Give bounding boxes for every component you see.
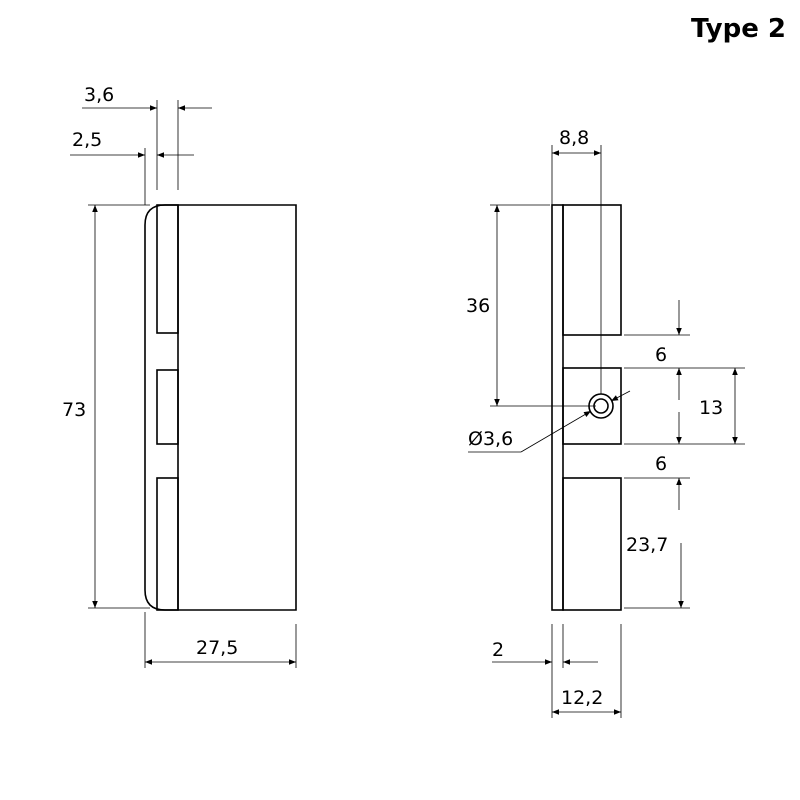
dim-13: 13 <box>624 368 745 445</box>
dim-73-label: 73 <box>62 399 86 421</box>
dim-6-top-label: 6 <box>655 344 667 366</box>
dim-2-5: 2,5 <box>70 129 194 205</box>
dim-12-2-label: 12,2 <box>561 687 603 709</box>
dim-3-6: 3,6 <box>82 84 212 190</box>
dim-6-bottom: 6 <box>624 412 690 510</box>
dim-6-top: 6 <box>624 300 745 400</box>
dim-23-7-label: 23,7 <box>626 534 668 556</box>
dim-27-5-label: 27,5 <box>196 637 238 659</box>
dim-13-label: 13 <box>699 397 723 419</box>
right-base-plate <box>551 204 564 611</box>
left-view: 3,6 2,5 73 27,5 <box>62 84 297 668</box>
dim-2-label: 2 <box>492 639 504 661</box>
dim-2: 2 <box>492 624 598 718</box>
dim-73: 73 <box>62 204 150 609</box>
right-view: 8,8 36 6 13 6 <box>466 127 745 718</box>
dim-8-8: 8,8 <box>551 127 602 394</box>
left-slot-top <box>156 204 179 334</box>
dim-36-label: 36 <box>466 295 490 317</box>
hole-inner <box>593 398 609 414</box>
drawing-title: Type 2 <box>691 14 786 44</box>
dim-23-7: 23,7 <box>624 534 690 609</box>
dim-hole-label: Ø3,6 <box>468 428 513 450</box>
left-slot-bottom <box>156 477 179 611</box>
right-lower-block <box>562 477 622 611</box>
left-slot-middle <box>156 369 179 445</box>
dim-8-8-label: 8,8 <box>559 127 589 149</box>
dim-2-5-label: 2,5 <box>72 129 102 151</box>
dim-6-bottom-label: 6 <box>655 453 667 475</box>
dim-27-5: 27,5 <box>144 612 297 668</box>
dim-12-2: 12,2 <box>552 624 622 718</box>
right-upper-block <box>562 204 622 336</box>
dim-3-6-label: 3,6 <box>84 84 114 106</box>
dim-hole-diameter: Ø3,6 <box>468 390 631 453</box>
dim-36: 36 <box>466 204 596 407</box>
left-part-outline <box>144 204 297 611</box>
